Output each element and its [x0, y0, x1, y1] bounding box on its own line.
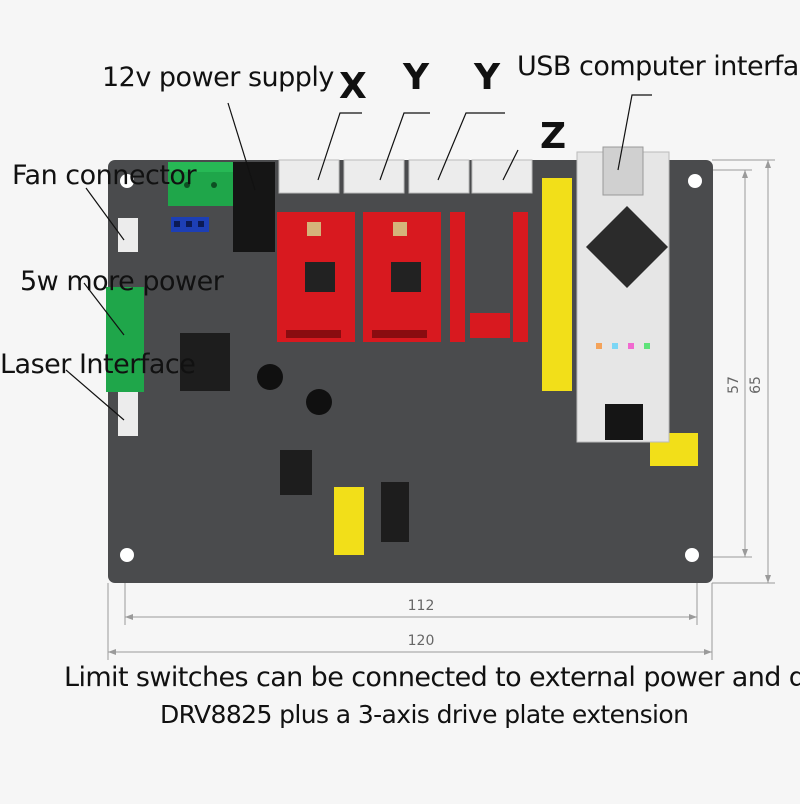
voltage-regulator	[180, 333, 230, 391]
yellow-pin-header-main	[542, 178, 572, 391]
label-5w-more-power: 5w more power	[20, 266, 224, 297]
capacitor-2	[306, 389, 332, 415]
label-axis-y-2: Y	[474, 57, 501, 98]
dim-height-inner: 57	[726, 376, 742, 394]
mount-hole-bl	[120, 548, 134, 562]
label-axis-x: X	[339, 66, 367, 107]
stepper-driver-y	[363, 212, 441, 342]
dim-width-inner: 112	[408, 598, 435, 614]
mount-hole-br	[685, 548, 699, 562]
dim-height-outer: 65	[748, 376, 764, 394]
empty-driver-socket	[450, 212, 528, 342]
capacitor-1	[257, 364, 283, 390]
caption-line-1: Limit switches can be connected to exter…	[64, 662, 800, 693]
label-axis-y-1: Y	[403, 57, 430, 98]
callout-lines	[65, 94, 652, 421]
power-terminal-side	[106, 287, 144, 392]
dimension-arrows	[108, 160, 771, 655]
label-12v-power-supply: 12v power supply	[102, 62, 334, 93]
yellow-pin-header-bottom	[334, 487, 364, 555]
dim-width-outer: 120	[408, 633, 435, 649]
small-regulator	[280, 450, 312, 495]
label-usb-interface: USB computer interface	[517, 51, 800, 82]
laser-connector	[118, 392, 138, 436]
mount-hole-tr	[688, 174, 702, 188]
label-laser-interface: Laser Interface	[0, 349, 196, 380]
driver-chip	[381, 482, 409, 542]
dimension-lines	[107, 159, 775, 660]
power-terminal-block	[168, 162, 233, 206]
label-axis-z: Z	[540, 116, 567, 157]
blue-jumper-header	[171, 217, 209, 232]
caption-line-2: DRV8825 plus a 3-axis drive plate extens…	[160, 700, 689, 729]
stepper-driver-x	[277, 212, 355, 342]
label-fan-connector: Fan connector	[12, 160, 197, 191]
mount-hole-tl	[120, 174, 134, 188]
dc-power-jack	[233, 162, 275, 252]
fan-connector	[118, 218, 138, 252]
arduino-nano	[576, 146, 670, 443]
